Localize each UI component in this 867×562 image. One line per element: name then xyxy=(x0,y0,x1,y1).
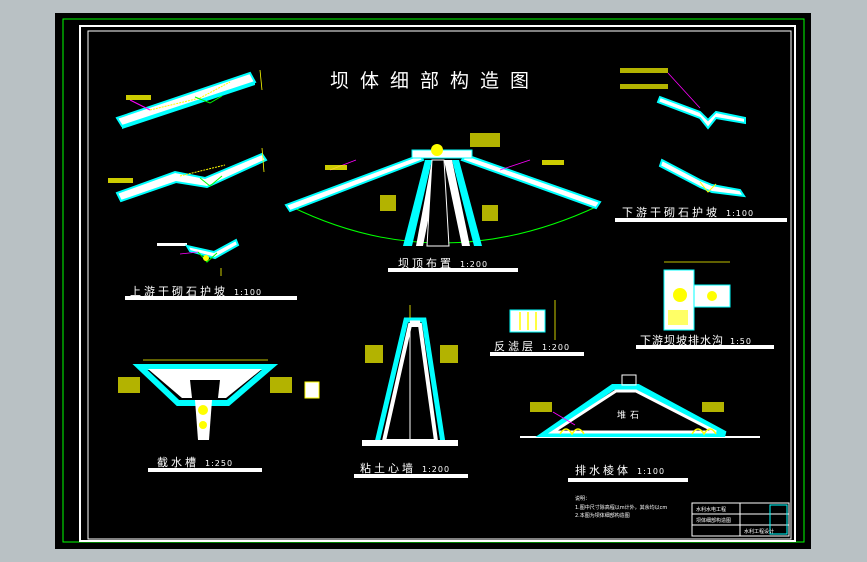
caption-text: 排水棱体 xyxy=(575,464,631,477)
caption-scale: 1:100 xyxy=(726,209,755,218)
upstream-revetment-main xyxy=(157,238,240,276)
caption-text: 坝顶布置 xyxy=(398,257,454,270)
downstream-revetment-detail-a xyxy=(620,68,746,130)
drainage-prism xyxy=(520,374,760,438)
caption-scale: 1:200 xyxy=(422,465,451,474)
downstream-revetment-caption-bar xyxy=(615,218,787,222)
notes-heading: 说明： xyxy=(575,496,591,502)
caption-text: 粘土心墙 xyxy=(360,462,416,475)
caption-scale: 1:200 xyxy=(542,343,571,352)
cutoff-trench xyxy=(118,359,320,440)
caption-drainage-ditch: 下游坝坡排水沟 1:50 xyxy=(640,332,752,348)
caption-scale: 1:100 xyxy=(234,288,263,297)
caption-clay-core: 粘土心墙 1:200 xyxy=(360,460,450,476)
caption-scale: 1:50 xyxy=(730,337,752,346)
notes-line-2: 2.本图为坝体细部构造图 xyxy=(575,513,630,519)
cutoff-trench-caption-bar xyxy=(148,468,262,472)
drawing-title: 坝体细部构造图 xyxy=(330,70,541,92)
drainage-prism-caption-bar xyxy=(568,478,688,482)
downstream-revetment-detail-b xyxy=(658,158,747,198)
notes-line-1: 1.图中尺寸除高程以m计外，其余均以cm xyxy=(575,505,668,511)
drainage-ditch xyxy=(663,261,731,331)
drainage-ditch-caption-bar xyxy=(636,345,774,349)
caption-upstream-revetment: 上游干砌石护坡 1:100 xyxy=(130,283,262,299)
upstream-revetment-caption-bar xyxy=(125,296,297,300)
title-block-row-3: 水利工程设计 xyxy=(744,529,775,535)
title-block-row-1: 水利水电工程 xyxy=(696,507,727,513)
caption-crest-layout: 坝顶布置 1:200 xyxy=(398,255,488,271)
caption-cutoff-trench: 截水槽 1:250 xyxy=(157,454,233,470)
caption-text: 上游干砌石护坡 xyxy=(130,285,228,298)
title-block xyxy=(691,502,790,537)
caption-scale: 1:100 xyxy=(637,467,666,476)
caption-downstream-revetment: 下游干砌石护坡 1:100 xyxy=(622,204,754,220)
inverted-filter-caption-bar xyxy=(490,352,584,356)
clay-core-caption-bar xyxy=(354,474,468,478)
crest-layout xyxy=(284,133,602,247)
caption-text: 截水槽 xyxy=(157,456,199,469)
upstream-revetment-detail-a xyxy=(115,69,263,129)
crest-layout-caption-bar xyxy=(388,268,518,272)
inverted-filter xyxy=(509,300,556,340)
caption-inverted-filter: 反滤层 1:200 xyxy=(494,338,570,354)
caption-text: 下游坝坡排水沟 xyxy=(640,334,724,347)
drawing-border xyxy=(87,30,792,540)
inner-frame xyxy=(79,25,796,542)
prism-fill-label: 堆石 xyxy=(617,411,644,421)
caption-scale: 1:250 xyxy=(205,459,234,468)
clay-core xyxy=(362,305,458,446)
upstream-revetment-detail-b xyxy=(108,147,268,203)
caption-text: 下游干砌石护坡 xyxy=(622,206,720,219)
title-block-row-2: 坝体细部构造图 xyxy=(696,518,732,524)
caption-drainage-prism: 排水棱体 1:100 xyxy=(575,462,665,478)
caption-text: 反滤层 xyxy=(494,340,536,353)
caption-scale: 1:200 xyxy=(460,260,489,269)
